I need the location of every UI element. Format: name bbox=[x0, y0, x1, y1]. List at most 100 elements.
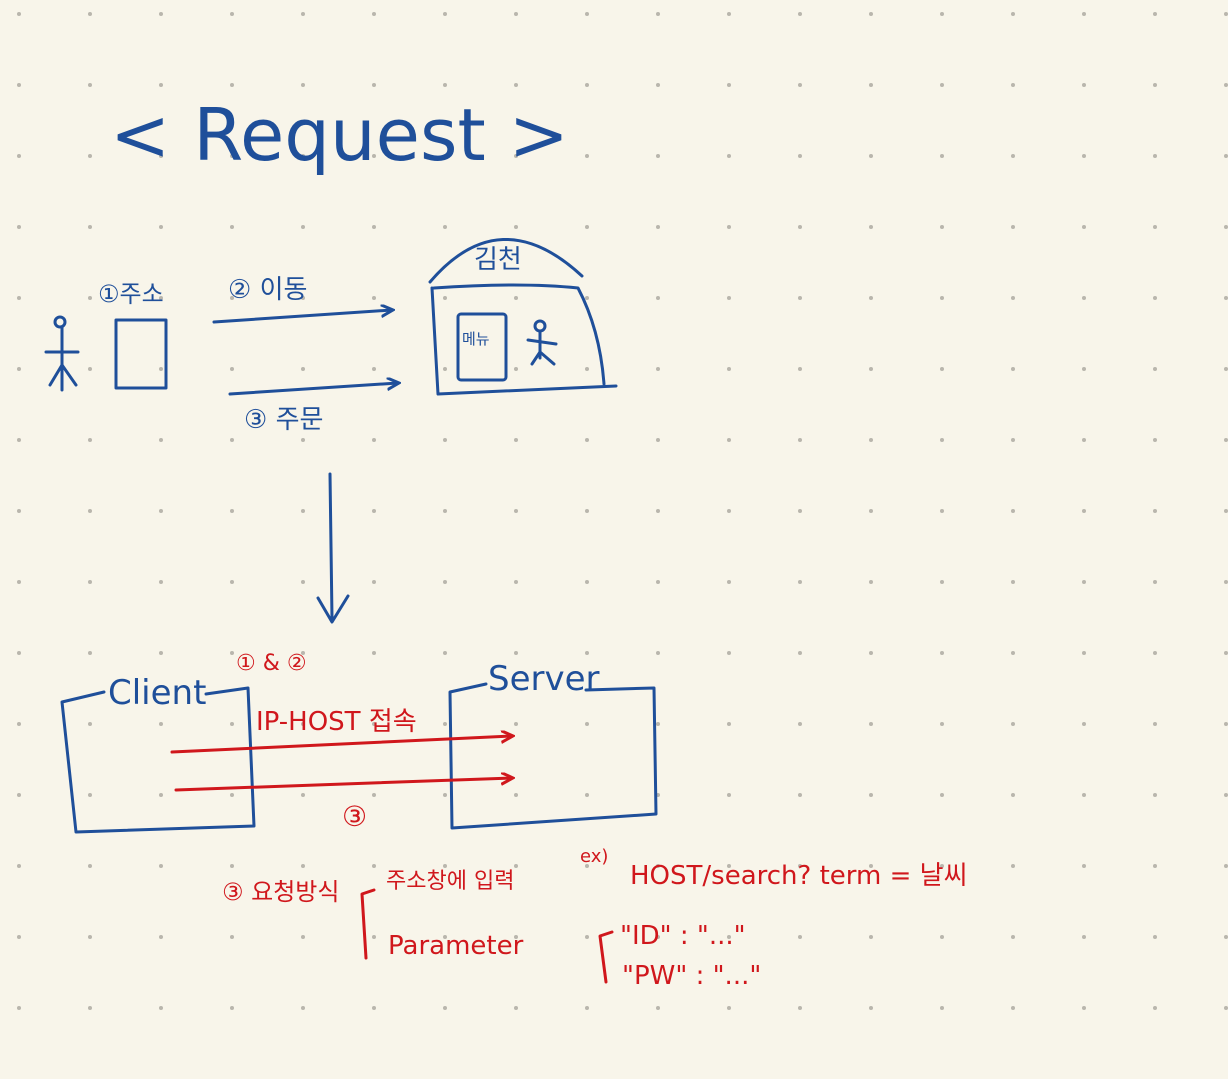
grid-dot bbox=[798, 367, 802, 371]
grid-dot bbox=[940, 438, 944, 442]
grid-dot bbox=[17, 722, 21, 726]
grid-dot bbox=[1153, 864, 1157, 868]
grid-dot bbox=[17, 225, 21, 229]
grid-dot bbox=[17, 580, 21, 584]
request-method-notes: ③ 요청방식 주소창에 입력 Parameter ex) HOST/search… bbox=[222, 846, 968, 991]
grid-dot bbox=[1082, 296, 1086, 300]
grid-dot bbox=[372, 935, 376, 939]
grid-dot bbox=[1011, 1006, 1015, 1010]
connect-label: IP-HOST 접속 bbox=[256, 707, 417, 737]
grid-dot bbox=[1082, 83, 1086, 87]
grid-dot bbox=[1224, 438, 1228, 442]
grid-dot bbox=[1011, 438, 1015, 442]
grid-dot bbox=[301, 438, 305, 442]
grid-dot bbox=[443, 225, 447, 229]
example-url: HOST/search? term = 날씨 bbox=[630, 861, 968, 891]
grid-dot bbox=[585, 935, 589, 939]
grid-dot bbox=[727, 722, 731, 726]
grid-dot bbox=[372, 12, 376, 16]
grid-dot bbox=[1224, 580, 1228, 584]
grid-dot bbox=[1011, 83, 1015, 87]
step1-address-label: ①주소 bbox=[98, 280, 164, 308]
grid-dot bbox=[585, 83, 589, 87]
grid-dot bbox=[159, 651, 163, 655]
server-label: Server bbox=[488, 659, 600, 699]
grid-dot bbox=[1011, 225, 1015, 229]
grid-dot bbox=[514, 935, 518, 939]
grid-dot bbox=[159, 864, 163, 868]
grid-dot bbox=[1153, 1006, 1157, 1010]
grid-dot bbox=[159, 367, 163, 371]
grid-dot bbox=[443, 12, 447, 16]
grid-dot bbox=[443, 1006, 447, 1010]
grid-dot bbox=[869, 651, 873, 655]
grid-dot bbox=[230, 367, 234, 371]
grid-dot bbox=[1224, 296, 1228, 300]
grid-dot bbox=[88, 154, 92, 158]
grid-dot bbox=[940, 651, 944, 655]
grid-dot bbox=[159, 154, 163, 158]
grid-dot bbox=[1224, 864, 1228, 868]
step2-move-label: ② 이동 bbox=[228, 275, 307, 305]
grid-dot bbox=[301, 722, 305, 726]
grid-dot bbox=[1224, 722, 1228, 726]
grid-dot bbox=[301, 296, 305, 300]
grid-dot bbox=[1011, 935, 1015, 939]
grid-dot bbox=[656, 864, 660, 868]
grid-dot bbox=[372, 722, 376, 726]
grid-dot bbox=[798, 1006, 802, 1010]
grid-dot bbox=[17, 1006, 21, 1010]
grid-dot bbox=[301, 793, 305, 797]
grid-dot bbox=[88, 296, 92, 300]
grid-dot bbox=[514, 651, 518, 655]
grid-dot bbox=[230, 438, 234, 442]
grid-dot bbox=[1082, 580, 1086, 584]
connect-arrow bbox=[170, 736, 512, 754]
grid-dot bbox=[443, 580, 447, 584]
grid-dot bbox=[1153, 722, 1157, 726]
grid-dot bbox=[940, 793, 944, 797]
grid-dot bbox=[301, 1006, 305, 1010]
client-label: Client bbox=[108, 673, 206, 713]
grid-dot bbox=[1011, 367, 1015, 371]
grid-dot bbox=[798, 935, 802, 939]
grid-dot bbox=[656, 722, 660, 726]
grid-dot bbox=[940, 509, 944, 513]
grid-dot bbox=[230, 580, 234, 584]
grid-dot bbox=[585, 722, 589, 726]
grid-dot bbox=[1224, 793, 1228, 797]
grid-dot bbox=[1011, 509, 1015, 513]
grid-dot bbox=[372, 509, 376, 513]
grid-dot bbox=[1224, 83, 1228, 87]
grid-dot bbox=[1153, 935, 1157, 939]
grid-dot bbox=[940, 225, 944, 229]
method-brace bbox=[360, 888, 376, 960]
grid-dot bbox=[585, 225, 589, 229]
grid-dot bbox=[88, 1006, 92, 1010]
grid-dot bbox=[230, 154, 234, 158]
request-arrow bbox=[174, 778, 512, 792]
grid-dot bbox=[159, 580, 163, 584]
grid-dot bbox=[1082, 367, 1086, 371]
grid-dot bbox=[372, 438, 376, 442]
grid-dot bbox=[17, 651, 21, 655]
grid-dot bbox=[372, 225, 376, 229]
grid-dot bbox=[656, 580, 660, 584]
grid-dot bbox=[301, 509, 305, 513]
grid-dot bbox=[1224, 225, 1228, 229]
grid-dot bbox=[727, 12, 731, 16]
grid-dot bbox=[17, 296, 21, 300]
step12-label: ① & ② bbox=[236, 651, 307, 676]
grid-dot bbox=[17, 509, 21, 513]
grid-dot bbox=[798, 12, 802, 16]
grid-dot bbox=[727, 793, 731, 797]
grid-dot bbox=[1011, 296, 1015, 300]
json-line-pw: "PW" : "..." bbox=[622, 961, 761, 991]
grid-dot bbox=[1153, 83, 1157, 87]
example-prefix: ex) bbox=[580, 846, 608, 867]
grid-dot bbox=[159, 722, 163, 726]
grid-dot bbox=[940, 1006, 944, 1010]
grid-dot bbox=[514, 580, 518, 584]
grid-dot bbox=[940, 367, 944, 371]
staff-figure-icon bbox=[526, 319, 558, 366]
